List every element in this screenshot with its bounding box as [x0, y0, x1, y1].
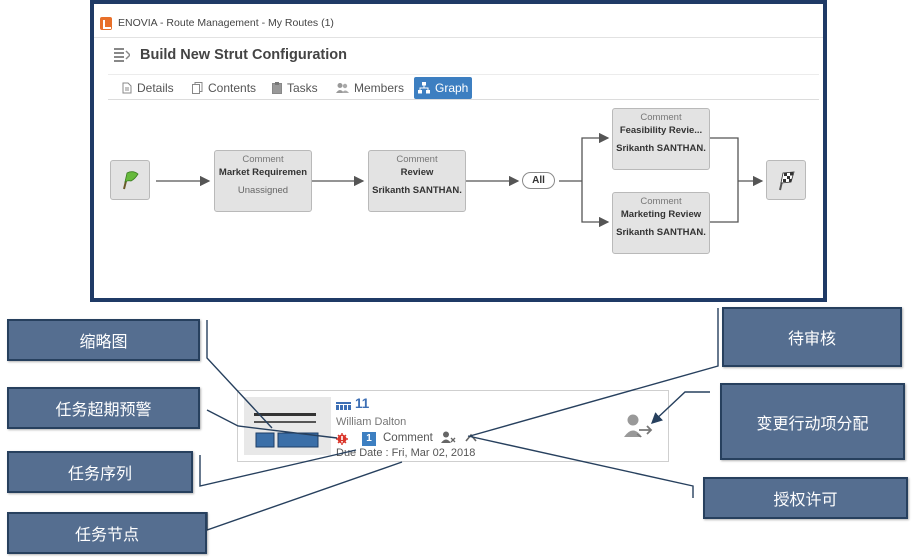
task-card[interactable]: 11 William Dalton 1 Comment Due Date : F…	[237, 390, 669, 462]
app-window: ENOVIA - Route Management - My Routes (1…	[90, 0, 827, 302]
flow-connectors	[156, 132, 764, 228]
page-header: Build New Strut Configuration	[94, 40, 823, 72]
people-icon	[336, 83, 349, 93]
callout-approve: 授权许可	[703, 477, 908, 519]
pages-icon	[192, 82, 203, 94]
node-type: Comment	[242, 154, 284, 165]
tab-label: Graph	[435, 81, 469, 95]
tab-label: Members	[354, 81, 405, 95]
node-assignee: Srikanth SANTHAN.	[616, 143, 706, 154]
list-menu-icon[interactable]	[114, 48, 130, 62]
route-node-marketing[interactable]: Comment Marketing Review Srikanth SANTHA…	[612, 192, 710, 254]
node-assignee: Srikanth SANTHAN.	[616, 227, 706, 238]
callout-overdue: 任务超期预警	[7, 387, 200, 429]
approval-icon[interactable]	[465, 433, 477, 442]
node-assignee: Unassigned	[237, 185, 289, 196]
tab-label: Tasks	[287, 81, 318, 95]
route-node-feasibility[interactable]: Comment Feasibility Revie... Srikanth SA…	[612, 108, 710, 170]
tab-bar: Details Contents Tasks Members	[108, 74, 819, 100]
task-node-badge: 1	[362, 432, 376, 446]
window-title: ENOVIA - Route Management - My Routes (1…	[118, 17, 334, 29]
tab-details[interactable]: Details	[118, 77, 178, 99]
route-node-market[interactable]: Comment Market Requiremen Unassigned	[214, 150, 312, 212]
node-name: Review	[400, 167, 434, 178]
document-icon	[122, 82, 132, 94]
task-due-date: Due Date : Fri, Mar 02, 2018	[336, 447, 476, 459]
node-type: Comment	[396, 154, 438, 165]
node-name: Marketing Review	[620, 209, 702, 220]
task-type: Comment	[383, 432, 433, 444]
node-type: Comment	[640, 112, 682, 123]
task-user: William Dalton	[336, 416, 407, 428]
callout-thumbnail: 缩略图	[7, 319, 200, 361]
callout-pending: 待审核	[722, 307, 902, 367]
node-type: Comment	[640, 196, 682, 207]
tab-graph[interactable]: Graph	[414, 77, 473, 99]
join-all-node[interactable]: All	[522, 172, 555, 189]
pending-review-icon[interactable]	[441, 431, 456, 444]
tab-label: Contents	[208, 81, 257, 95]
callout-sequence: 任务序列	[7, 451, 193, 493]
tab-contents[interactable]: Contents	[188, 77, 260, 99]
tab-members[interactable]: Members	[332, 77, 408, 99]
hierarchy-icon	[418, 82, 430, 94]
thumbnail-image	[254, 413, 319, 448]
callout-node: 任务节点	[7, 512, 207, 554]
task-sequence: 11	[355, 396, 370, 411]
node-name: Market Requiremen	[218, 167, 308, 178]
tab-label: Details	[137, 81, 174, 95]
start-node[interactable]	[110, 160, 150, 200]
node-name: Feasibility Revie...	[619, 125, 703, 136]
callout-reassign: 变更行动项分配	[720, 383, 905, 460]
node-assignee: Srikanth SANTHAN.	[372, 185, 462, 196]
title-bar: ENOVIA - Route Management - My Routes (1…	[94, 4, 823, 38]
route-node-review[interactable]: Comment Review Srikanth SANTHAN.	[368, 150, 466, 212]
end-node[interactable]	[766, 160, 806, 200]
reassign-user-icon[interactable]	[623, 413, 653, 441]
checkered-flag-icon	[779, 171, 795, 191]
task-thumbnail[interactable]	[244, 397, 331, 455]
page-title: Build New Strut Configuration	[140, 47, 348, 63]
clipboard-icon	[272, 82, 282, 94]
green-flag-icon	[123, 171, 139, 190]
overdue-alert-icon	[336, 433, 348, 445]
sequence-icon	[336, 402, 351, 410]
tab-tasks[interactable]: Tasks	[268, 77, 322, 99]
enovia-logo-icon	[100, 17, 112, 30]
